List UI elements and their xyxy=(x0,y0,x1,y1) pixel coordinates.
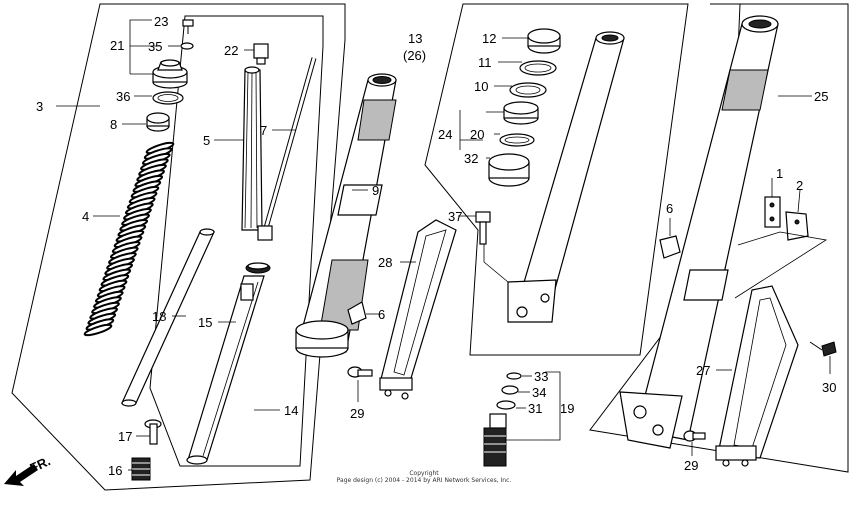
callout-29a: 29 xyxy=(350,406,364,421)
cable-guide-2-icon xyxy=(785,211,809,241)
front-direction-arrow-icon: FR. xyxy=(4,453,53,486)
copyright-line-1: Copyright xyxy=(409,470,439,477)
callout-6b: 6 xyxy=(666,201,673,216)
parts-left-assembly xyxy=(83,19,317,481)
damper-piston-rod-icon xyxy=(257,57,317,241)
callout-18: 18 xyxy=(152,309,166,324)
fork-pipe-13-icon xyxy=(507,31,625,323)
fork-guard-27-icon xyxy=(715,285,799,467)
callout-28: 28 xyxy=(378,255,392,270)
callout-23: 23 xyxy=(154,14,168,29)
spring-coil xyxy=(83,323,113,337)
bolt-29b-icon xyxy=(683,430,706,442)
outline-assembly-19 xyxy=(545,371,561,441)
callout-1: 1 xyxy=(776,166,783,181)
callout-25: 25 xyxy=(814,89,828,104)
callout-27: 27 xyxy=(696,363,710,378)
direction-label: FR. xyxy=(27,453,52,475)
callout-8: 8 xyxy=(110,117,117,132)
clip-6-icon xyxy=(347,301,367,325)
fork-leg-25-icon xyxy=(619,15,779,449)
spring-16-icon xyxy=(131,457,151,481)
adjuster-bolt-19-icon xyxy=(483,413,507,467)
bolt-37-icon xyxy=(475,211,491,245)
o-ring-33-icon xyxy=(506,372,522,380)
callout-20: 20 xyxy=(470,127,484,142)
spring-seat-8-icon xyxy=(146,112,170,132)
copyright-line-2: Page design (c) 2004 - 2014 by ARI Netwo… xyxy=(337,477,512,484)
callout-24: 24 xyxy=(438,127,452,142)
callout-12: 12 xyxy=(482,31,496,46)
outline-assembly-13 xyxy=(424,3,689,356)
callout-2: 2 xyxy=(796,178,803,193)
washer-34-icon xyxy=(501,385,519,395)
callout-10: 10 xyxy=(474,79,488,94)
callout-11: 11 xyxy=(478,55,492,70)
washer-35-icon xyxy=(180,42,194,50)
callout-37: 37 xyxy=(448,209,462,224)
washer-31-icon xyxy=(496,400,516,410)
callout-labels: 1 2 3 4 5 6 6 7 8 9 10 11 12 13 (26) 14 … xyxy=(36,14,836,478)
bushing-11-icon xyxy=(519,60,557,76)
callout-16: 16 xyxy=(108,463,122,478)
callout-5: 5 xyxy=(203,133,210,148)
back-up-ring-10-icon xyxy=(509,82,547,98)
callout-6a: 6 xyxy=(378,307,385,322)
callout-30: 30 xyxy=(822,380,836,395)
parts-middle xyxy=(295,73,457,400)
callout-3: 3 xyxy=(36,99,43,114)
callout-35: 35 xyxy=(148,39,162,54)
outline-assembly-3 xyxy=(11,3,346,491)
oil-seal-24-icon xyxy=(503,101,539,125)
fork-cap-bolt-icon xyxy=(152,59,188,89)
callout-19: 19 xyxy=(560,401,574,416)
outline-clamp xyxy=(734,231,828,299)
callout-26: (26) xyxy=(403,48,426,63)
piston-ring-icon xyxy=(245,262,271,274)
dust-seal-32-icon xyxy=(488,153,530,187)
bolt-17-icon xyxy=(144,419,162,445)
callout-9: 9 xyxy=(372,183,379,198)
bolt-30-icon xyxy=(809,341,837,357)
callout-22: 22 xyxy=(224,43,238,58)
bolt-29-icon xyxy=(347,366,373,378)
cable-guide-1-icon xyxy=(764,196,781,228)
leader-lines xyxy=(56,19,831,471)
callout-21: 21 xyxy=(110,38,124,53)
fork-spring-icon xyxy=(83,141,175,337)
bushing-12-icon xyxy=(527,28,561,54)
damper-rod-5-icon xyxy=(241,66,263,231)
callout-7: 7 xyxy=(260,123,267,138)
o-ring-36-icon xyxy=(152,91,184,105)
callout-4: 4 xyxy=(82,209,89,224)
bolt-23-icon xyxy=(182,19,194,34)
seat-pipe-18-icon xyxy=(121,228,215,407)
group-outlines xyxy=(11,3,849,491)
callout-29b: 29 xyxy=(684,458,698,473)
clip-6b-icon xyxy=(659,235,681,259)
callout-31: 31 xyxy=(528,401,542,416)
callout-36: 36 xyxy=(116,89,130,104)
callout-15: 15 xyxy=(198,315,212,330)
outline-assembly-25 xyxy=(589,3,849,473)
callout-13: 13 xyxy=(408,31,422,46)
nut-22-icon xyxy=(253,43,269,65)
callout-33: 33 xyxy=(534,369,548,384)
callout-34: 34 xyxy=(532,385,546,400)
parts-assembly-25 xyxy=(619,15,837,467)
damper-cylinder-15-icon xyxy=(186,275,265,465)
stopper-ring-20-icon xyxy=(499,133,535,147)
parts-assembly-13 xyxy=(475,28,625,467)
outline-assembly-14 xyxy=(149,15,324,467)
callout-17: 17 xyxy=(118,429,132,444)
fork-guard-28-icon xyxy=(379,219,457,400)
callout-32: 32 xyxy=(464,151,478,166)
callout-14: 14 xyxy=(284,403,298,418)
